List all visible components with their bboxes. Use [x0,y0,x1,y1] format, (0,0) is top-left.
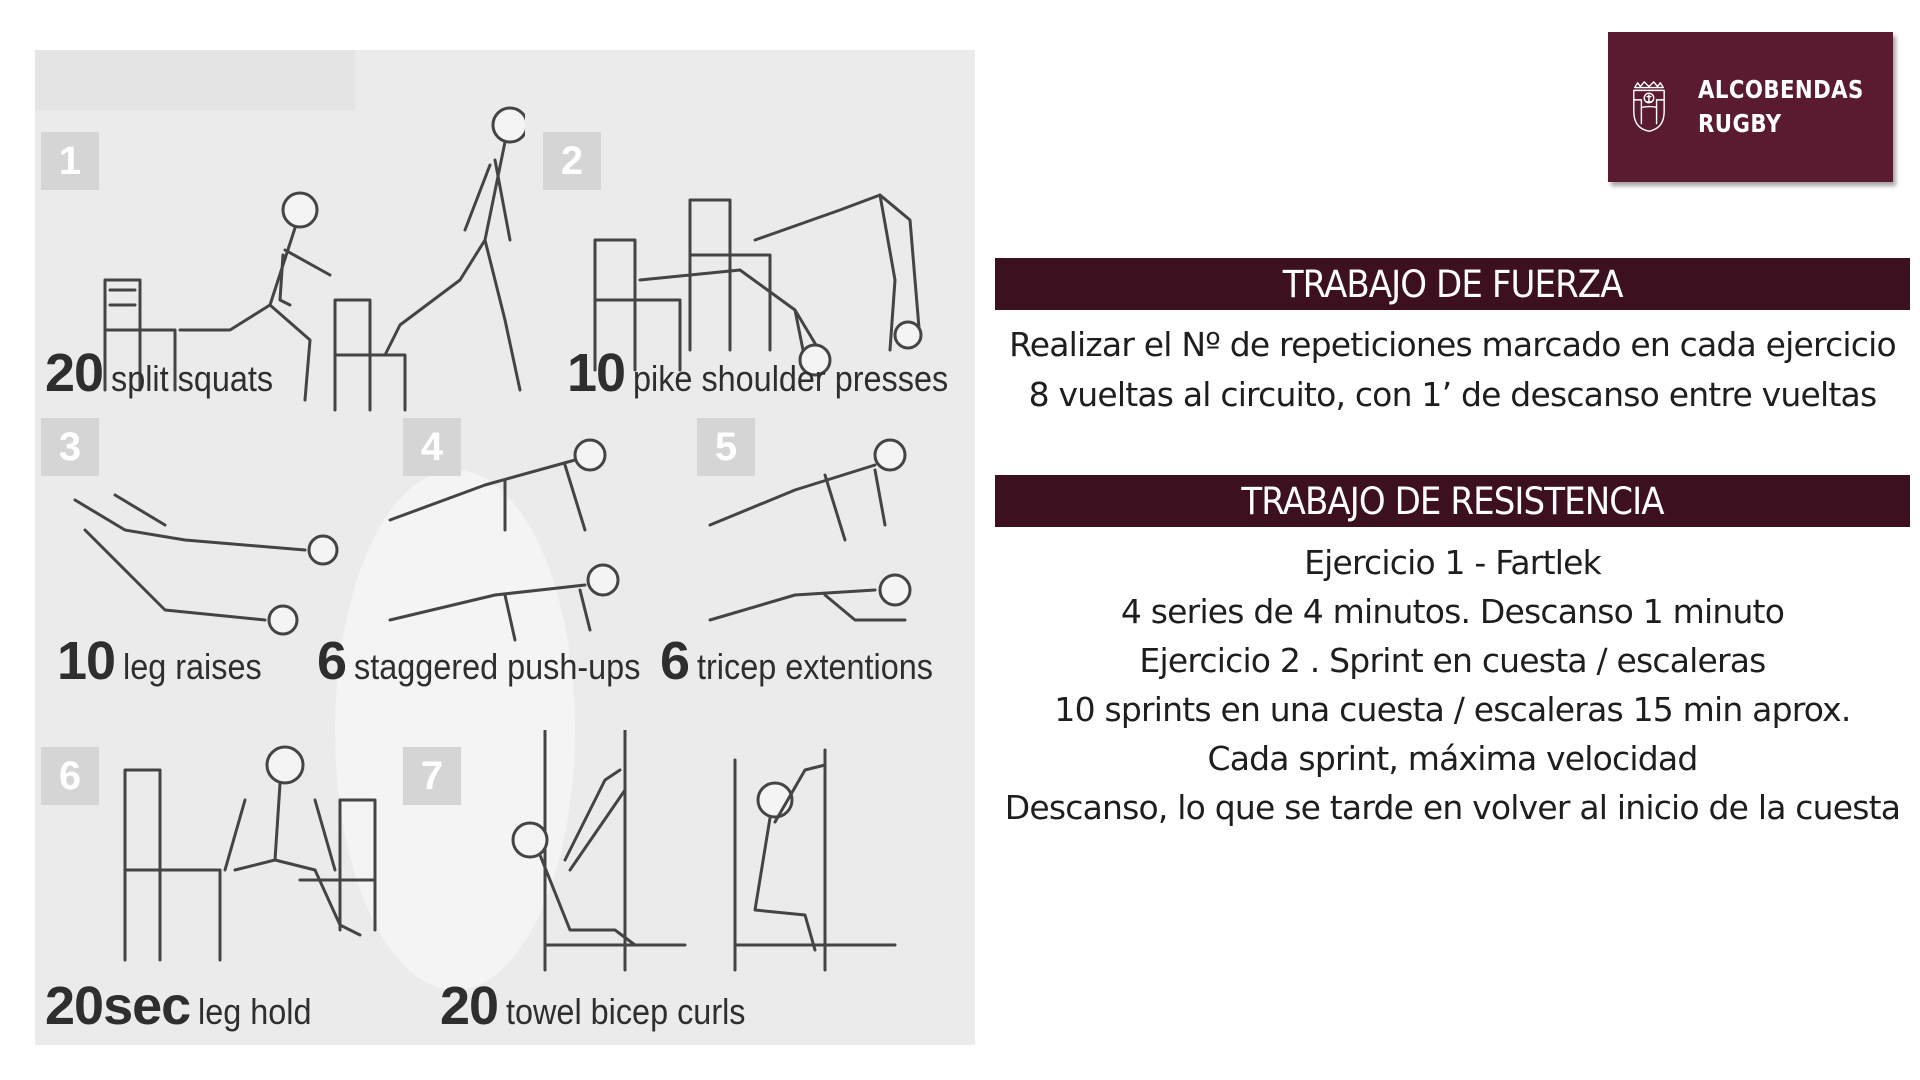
exercise-label-6: 20sec leg hold [45,975,324,1037]
resistencia-text: Ejercicio 1 - Fartlek 4 series de 4 minu… [995,538,1910,832]
exercise-name: pike shoulder presses [633,358,949,399]
fuerza-header: TRABAJO DE FUERZA [995,258,1910,310]
exercise-infographic: 1 2 3 4 5 6 7 [35,50,975,1045]
pike-shoulder-press-illustration [590,130,970,390]
exercise-name: staggered push-ups [354,646,641,687]
exercise-name: towel bicep curls [506,991,746,1032]
logo-wordmark: ALCOBENDAS RUGBY [1698,73,1864,141]
logo-line-2: RUGBY [1697,109,1782,138]
exercise-name: split squats [111,358,274,399]
fuerza-line: 8 vueltas al circuito, con 1’ de descans… [1028,375,1878,414]
exercise-tile-1: 1 [41,132,99,190]
fuerza-text: Realizar el Nº de repeticiones marcado e… [995,320,1910,420]
exercise-count: 10 [567,343,626,403]
exercise-count: 10 [57,631,116,691]
resistencia-line: 4 series de 4 minutos. Descanso 1 minuto [1120,592,1785,631]
exercise-label-1: 20 split squats [45,342,291,404]
exercise-label-4: 6 staggered push-ups [317,630,672,692]
staggered-push-ups-illustration [385,430,645,660]
exercise-label-3: 10 leg raises [57,630,277,692]
exercise-label-5: 6 tricep extentions [660,630,959,692]
exercise-tile-2: 2 [543,132,601,190]
exercise-name: tricep extentions [697,646,933,687]
exercise-label-7: 20 towel bicep curls [440,975,772,1037]
split-squat-illustration [65,90,525,420]
exercise-tile-4: 4 [403,418,461,476]
exercise-count: 6 [317,631,347,691]
fuerza-line: Realizar el Nº de repeticiones marcado e… [1009,325,1897,364]
exercise-count: 20 [440,976,499,1036]
exercise-tile-3: 3 [41,418,99,476]
resistencia-title: TRABAJO DE RESISTENCIA [1241,479,1664,523]
exercise-tile-7: 7 [403,747,461,805]
exercise-count: 20 [45,343,104,403]
alcobendas-rugby-logo: ALCOBENDAS RUGBY [1608,32,1893,182]
exercise-name: leg raises [123,646,262,687]
logo-line-1: ALCOBENDAS [1697,75,1864,104]
resistencia-line: Ejercicio 1 - Fartlek [1304,543,1602,582]
leg-raises-illustration [55,470,355,670]
towel-bicep-curls-illustration [475,730,935,980]
tricep-extensions-illustration [705,430,965,660]
leg-hold-illustration [115,710,415,980]
exercise-tile-5: 5 [697,418,755,476]
resistencia-header: TRABAJO DE RESISTENCIA [995,475,1910,527]
background-shape [35,50,355,110]
club-crest-icon [1633,81,1665,132]
exercise-count: 20sec [45,976,191,1036]
resistencia-line: Descanso, lo que se tarde en volver al i… [1004,788,1901,827]
exercise-count: 6 [660,631,690,691]
exercise-name: leg hold [198,991,312,1032]
exercise-tile-6: 6 [41,747,99,805]
resistencia-line: Ejercicio 2 . Sprint en cuesta / escaler… [1139,641,1766,680]
exercise-label-2: 10 pike shoulder presses [567,342,975,404]
resistencia-line: 10 sprints en una cuesta / escaleras 15 … [1054,690,1851,729]
fuerza-title: TRABAJO DE FUERZA [1282,262,1624,306]
resistencia-line: Cada sprint, máxima velocidad [1207,739,1699,778]
